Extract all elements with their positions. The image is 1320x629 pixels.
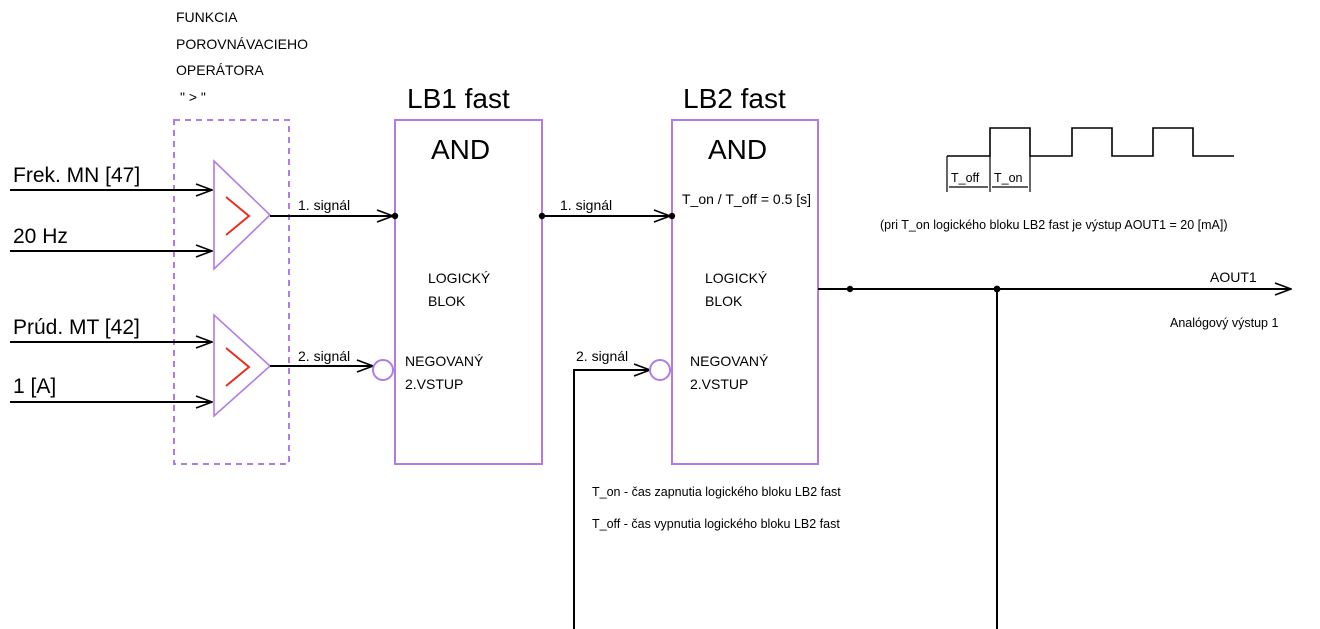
lb1-name: LB1 fast [407,83,510,114]
lb2-name: LB2 fast [683,83,786,114]
lb1-output-dot [538,212,546,220]
input-2-label: 20 Hz [13,225,68,248]
comparator-frame [173,119,290,465]
comparator-2-triangle [213,313,272,418]
t-off-label: T_off [951,171,980,185]
legend: T_on - čas zapnutia logického bloku LB2 … [592,485,841,531]
comparator-title-line-3: OPERÁTORA [176,62,264,78]
waveform-note: (pri T_on logického bloku LB2 fast je vý… [880,218,1228,232]
input-1-label: Frek. MN [47] [13,164,140,187]
comparator-title: FUNKCIA POROVNÁVACIEHO OPERÁTORA " > " [176,9,308,105]
lb2-output-dot [846,285,854,293]
comparator-1 [213,159,272,271]
lb1-logic-line-1: LOGICKÝ [428,270,491,286]
lb2-timing: T_on / T_off = 0.5 [s] [682,191,811,207]
lb1-signal-1-label: 1. signál [298,197,350,213]
lb2-negated-line-2: 2.VSTUP [690,376,748,392]
lb2-negated-line-1: NEGOVANÝ [690,353,769,369]
lb1-negated-line-2: 2.VSTUP [405,376,463,392]
lb2-logic-line-2: BLOK [705,293,743,309]
legend-t-off: T_off - čas vypnutia logického bloku LB2… [592,517,840,531]
inputs: Frek. MN [47] 20 Hz Prúd. MT [42] 1 [A] [10,164,212,402]
t-on-label: T_on [994,171,1023,185]
lb2-signal-2-label: 2. signál [576,348,628,364]
output: AOUT1 Analógový výstup 1 [818,269,1291,629]
lb1-logic-line-2: BLOK [428,293,466,309]
input-3-label: Prúd. MT [42] [13,316,140,339]
comparator-title-line-1: FUNKCIA [176,9,238,25]
lb1-input-1-dot [391,212,399,220]
waveform: T_off T_on (pri T_on logického bloku LB2… [880,127,1234,232]
waveform-signal [947,127,1234,157]
lb1-signal-2-label: 2. signál [298,348,350,364]
lb2-logic-line-1: LOGICKÝ [705,270,768,286]
lb2-block: LB2 fast AND T_on / T_off = 0.5 [s] LOGI… [671,83,819,465]
lb2-signals: 1. signál 2. signál [538,197,676,629]
lb2-input-1-dot [668,212,676,220]
comparator-title-line-4: " > " [180,89,206,105]
lb1-negated-line-1: NEGOVANÝ [405,353,484,369]
comparator-1-triangle [213,159,272,271]
comparator-2 [213,313,272,418]
lb2-signal-1-label: 1. signál [560,197,612,213]
lb1-signals: 1. signál 2. signál [270,197,399,381]
output-description: Analógový výstup 1 [1170,316,1278,330]
greater-than-icon [225,347,251,387]
comparator-title-line-2: POROVNÁVACIEHO [176,36,308,52]
output-name: AOUT1 [1210,269,1257,285]
lb1-operator: AND [431,134,490,165]
lb1-negation-circle [372,359,394,381]
lb2-operator: AND [708,134,767,165]
lb1-block: LB1 fast AND LOGICKÝ BLOK NEGOVANÝ 2.VST… [394,83,543,465]
lb2-negation-circle [649,359,671,381]
lb2-box [671,119,819,465]
lb2-feedback-wire [573,369,650,629]
legend-t-on: T_on - čas zapnutia logického bloku LB2 … [592,485,841,499]
lb1-box [394,119,543,465]
input-4-label: 1 [A] [13,375,56,398]
greater-than-icon [225,196,251,236]
